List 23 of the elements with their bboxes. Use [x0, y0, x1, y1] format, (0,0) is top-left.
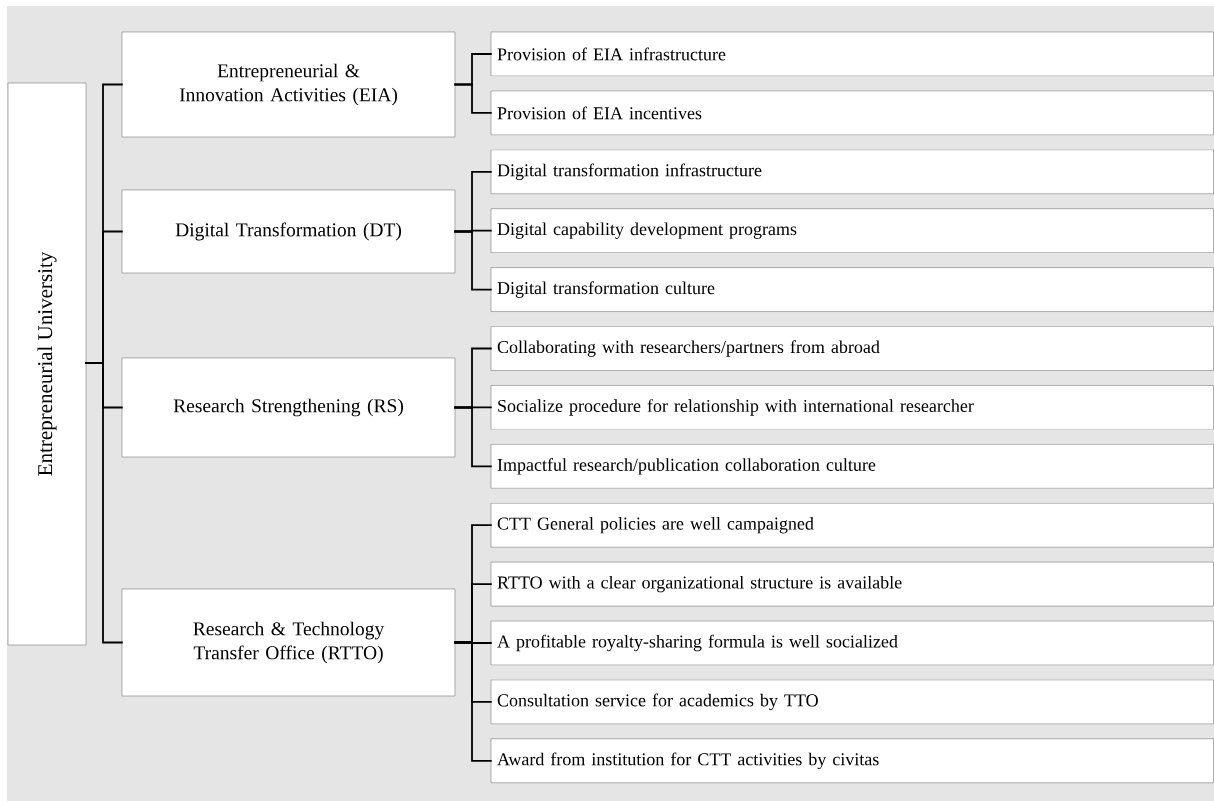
connector-line — [454, 83, 492, 114]
category-box: Digital Transformation (DT) — [121, 189, 456, 274]
item-box: Consultation service for academics by TTO — [490, 679, 1214, 725]
connector-line — [454, 406, 492, 468]
item-box: CTT General policies are well campaigned — [490, 503, 1214, 548]
root-box: Entrepreneurial University — [7, 82, 87, 646]
item-box: Collaborating with researchers/partners from abroad — [490, 326, 1214, 371]
item-box: Provision of EIA incentives — [490, 90, 1214, 136]
category-box: Research Strengthening (RS) — [121, 357, 456, 458]
connector-line — [454, 641, 492, 762]
connector-line — [454, 230, 492, 291]
item-box: Award from institution for CTT activities by civitas — [490, 738, 1214, 783]
item-box: Digital transformation infrastructure — [490, 149, 1214, 194]
item-box: Digital capability development programs — [490, 208, 1214, 253]
item-box: RTTO with a clear organizational structure is available — [490, 561, 1214, 607]
item-box: Impactful research/publication collaboration culture — [490, 444, 1214, 489]
item-box: Provision of EIA infrastructure — [490, 31, 1214, 77]
category-box: Research & Technology Transfer Office (RTTO) — [121, 588, 456, 697]
item-box: Socialize procedure for relationship with international researcher — [490, 385, 1214, 430]
category-box: Entrepreneurial & Innovation Activities (EIA) — [121, 31, 456, 138]
item-box: A profitable royalty-sharing formula is well socialized — [490, 620, 1214, 666]
connector-line — [85, 362, 123, 644]
item-box: Digital transformation culture — [490, 267, 1214, 312]
